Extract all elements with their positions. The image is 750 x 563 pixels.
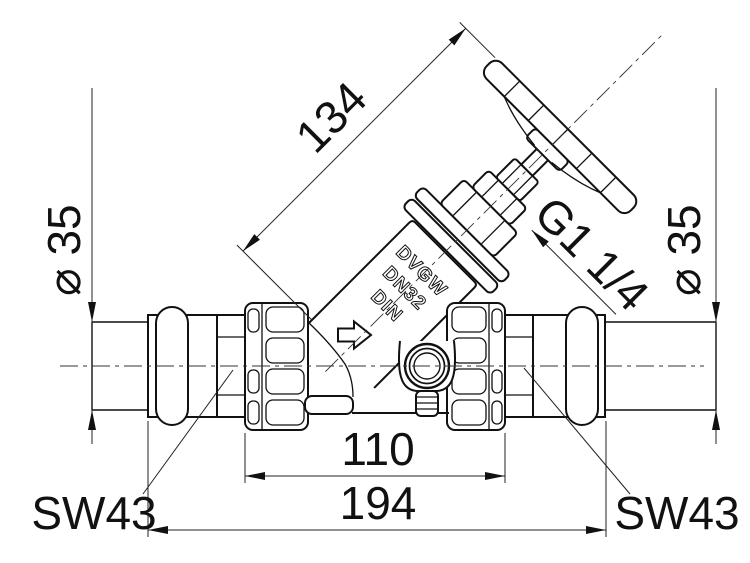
body-fillet (308, 322, 354, 398)
dim-194: 194 (147, 421, 607, 537)
stem-centerline (325, 34, 663, 372)
right-union-nut (446, 302, 506, 431)
dim-194-label: 194 (340, 477, 417, 529)
dim-134-label: 134 (285, 72, 376, 163)
dim-110-label: 110 (341, 423, 414, 475)
left-union-nut (244, 302, 309, 431)
dia-dim-right: ⌀ 35 (658, 88, 720, 444)
body-foot (304, 395, 354, 415)
sw43-left-label: SW43 (31, 487, 156, 539)
thread-size-label: G1 1/4 (525, 186, 659, 320)
pipe-dia-right-label: ⌀ 35 (658, 204, 710, 296)
sw43-right-callout: SW43 (523, 367, 740, 539)
thread-callout: G1 1/4 (525, 186, 659, 320)
sw43-right-label: SW43 (614, 487, 739, 539)
dim-110: 110 (244, 423, 506, 483)
right-pipe (605, 321, 717, 411)
flow-direction-arrow-icon (337, 319, 373, 351)
pipe-dia-left-label: ⌀ 35 (38, 204, 90, 296)
sw43-left-callout: SW43 (31, 369, 234, 539)
dia-dim-left: ⌀ 35 (38, 88, 96, 444)
